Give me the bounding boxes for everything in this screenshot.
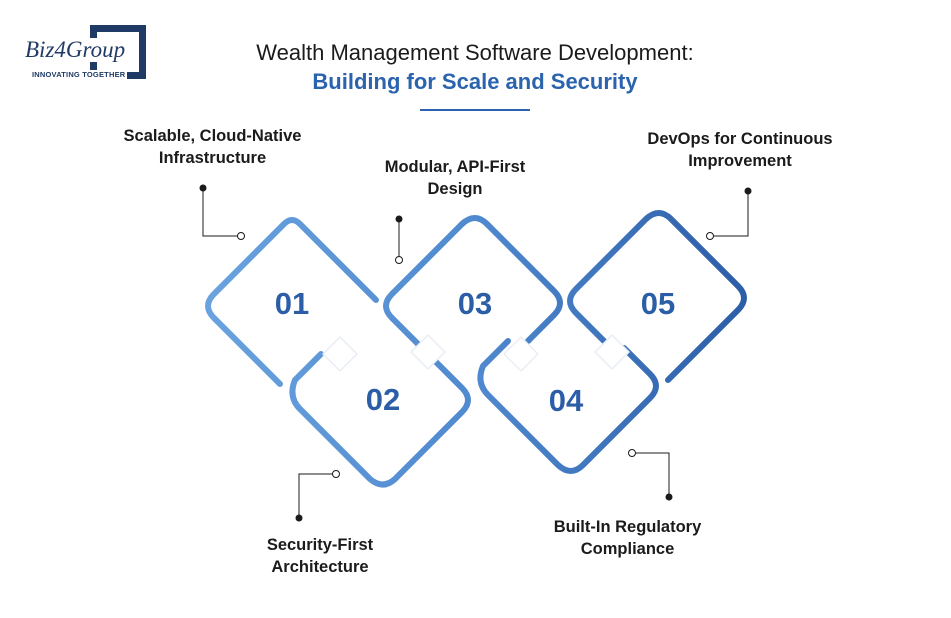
leader-dot [199, 184, 207, 192]
step-number-02: 02 [365, 382, 401, 417]
connector-square [409, 333, 447, 371]
connector-square [502, 335, 540, 373]
leader-ring [395, 256, 403, 264]
leader-dot [395, 215, 403, 223]
leader-dot [665, 493, 673, 501]
page-subtitle: Building for Scale and Security [312, 69, 638, 94]
step-label-02: Security-First Architecture [266, 536, 374, 576]
leader-ring [332, 470, 340, 478]
logo-tagline: INNOVATING TOGETHER [30, 70, 128, 79]
leader-line-01 [202, 188, 238, 237]
logo: Biz4Group INNOVATING TOGETHER [22, 24, 158, 86]
diamond-02 [289, 351, 471, 488]
leader-dot [295, 514, 303, 522]
connector-square [593, 333, 631, 371]
step-label-04: Built-In Regulatory Compliance [553, 518, 702, 558]
leader-line-05 [713, 191, 749, 237]
step-number-03: 03 [457, 286, 493, 321]
diamond-03 [383, 215, 563, 365]
step-label-01: Scalable, Cloud-Native Infrastructure [123, 127, 302, 167]
leader-ring [237, 232, 245, 240]
logo-wordmark: Biz4Group [24, 38, 129, 62]
diamond-04 [477, 338, 659, 474]
step-label-05: DevOps for Continuous Improvement [647, 130, 833, 170]
page-title: Wealth Management Software Development: [256, 40, 694, 65]
title-underline [420, 109, 530, 111]
leader-ring [628, 449, 636, 457]
diamond-05 [567, 210, 747, 383]
leader-line-04 [635, 452, 670, 497]
leader-line-02 [298, 473, 333, 518]
step-label-03: Modular, API-First Design [384, 158, 526, 198]
step-number-01: 01 [274, 286, 310, 321]
connector-square [321, 335, 359, 373]
leader-ring [706, 232, 714, 240]
diamond-01 [205, 217, 379, 387]
step-number-04: 04 [548, 383, 584, 418]
step-number-05: 05 [640, 286, 676, 321]
leader-dot [744, 187, 752, 195]
